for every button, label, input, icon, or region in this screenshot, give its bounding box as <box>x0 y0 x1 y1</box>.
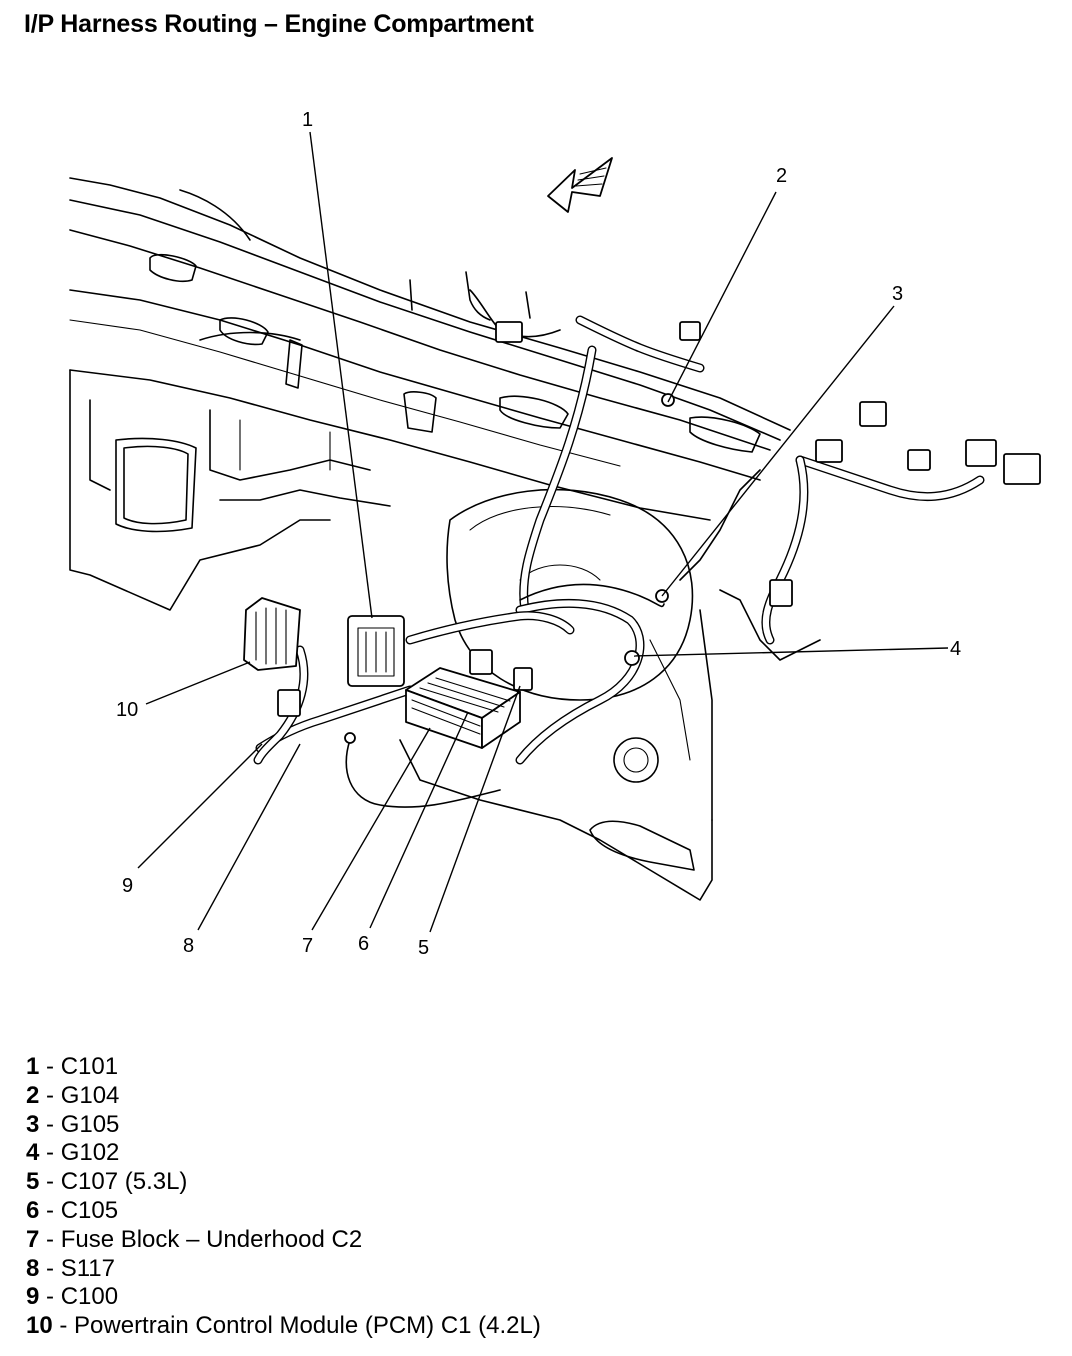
legend-number: 8 <box>26 1254 40 1282</box>
legend-number: 7 <box>26 1225 40 1253</box>
legend-separator: - <box>39 1283 61 1311</box>
legend-label: Powertrain Control Module (PCM) C1 (4.2L… <box>74 1312 541 1340</box>
legend-item: 10 - Powertrain Control Module (PCM) C1 … <box>26 1312 1046 1341</box>
legend-list: 1 - C101 2 - G104 3 - G105 4 - G102 5 - … <box>26 1053 1046 1341</box>
legend-item: 5 - C107 (5.3L) <box>26 1168 1046 1197</box>
callout-leaders <box>137 131 949 933</box>
legend-item: 8 - S117 <box>26 1255 1046 1284</box>
legend-number: 2 <box>26 1081 40 1109</box>
c101-connector <box>347 615 405 687</box>
legend-label: C107 (5.3L) <box>60 1168 188 1196</box>
callout-10: 10 <box>116 699 138 721</box>
lower-dash-panel <box>399 469 821 901</box>
brake-booster <box>446 488 694 783</box>
legend-item: 7 - Fuse Block – Underhood C2 <box>26 1226 1046 1255</box>
legend-separator: - <box>39 1196 61 1224</box>
legend-separator: - <box>52 1312 75 1340</box>
page-title: I/P Harness Routing – Engine Compartment <box>24 10 534 38</box>
legend-number: 6 <box>26 1196 40 1224</box>
fuse-block-underhood <box>405 667 521 749</box>
legend-label: G105 <box>60 1110 120 1138</box>
direction-arrow-icon <box>547 157 613 213</box>
legend-item: 3 - G105 <box>26 1111 1046 1140</box>
legend-number: 5 <box>26 1168 40 1196</box>
legend-separator: - <box>39 1139 61 1167</box>
callout-2: 2 <box>776 165 787 187</box>
legend-item: 4 - G102 <box>26 1139 1046 1168</box>
wiring-harness <box>179 189 985 808</box>
legend-separator: - <box>39 1168 61 1196</box>
legend-item: 2 - G104 <box>26 1082 1046 1111</box>
legend-number: 3 <box>26 1110 40 1138</box>
callout-6: 6 <box>358 933 369 955</box>
legend-label: G102 <box>60 1139 120 1167</box>
legend-number: 10 <box>26 1312 53 1340</box>
callout-1: 1 <box>302 109 313 131</box>
pcm-module <box>243 597 301 717</box>
legend-number: 1 <box>26 1053 40 1080</box>
legend-item: 1 - C101 <box>26 1053 1046 1082</box>
callout-4: 4 <box>950 638 961 660</box>
legend-separator: - <box>39 1225 61 1253</box>
legend-label: G104 <box>60 1081 120 1109</box>
legend-label: Fuse Block – Underhood C2 <box>60 1225 363 1253</box>
cowl-panel <box>69 177 791 521</box>
legend-label: C101 <box>60 1053 119 1080</box>
legend-separator: - <box>39 1110 61 1138</box>
right-side-connectors <box>495 321 1041 607</box>
callout-5: 5 <box>418 937 429 959</box>
legend-label: C100 <box>60 1283 119 1311</box>
legend-separator: - <box>39 1053 61 1080</box>
legend-separator: - <box>39 1081 61 1109</box>
legend-item: 6 - C105 <box>26 1197 1046 1226</box>
callout-9: 9 <box>122 875 133 897</box>
legend-number: 4 <box>26 1139 40 1167</box>
legend-label: S117 <box>60 1254 115 1282</box>
harness-routing-diagram: 1 2 3 4 5 6 7 8 9 10 <box>69 109 1041 959</box>
legend-label: C105 <box>60 1196 119 1224</box>
legend-separator: - <box>39 1254 61 1282</box>
callout-8: 8 <box>183 935 194 957</box>
callout-7: 7 <box>302 935 313 957</box>
legend-number: 9 <box>26 1283 40 1311</box>
legend-item: 9 - C100 <box>26 1283 1046 1312</box>
c107-connector <box>469 649 533 691</box>
fender-side-panel <box>69 369 391 611</box>
callout-3: 3 <box>892 283 903 305</box>
